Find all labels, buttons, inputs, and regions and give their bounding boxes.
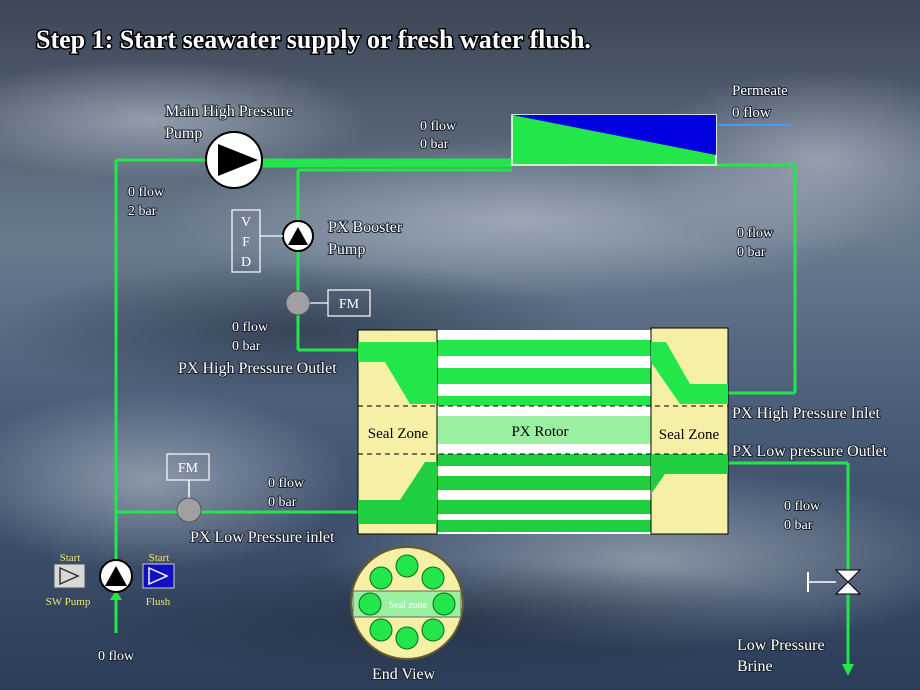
- booster-label-line2: Pump: [328, 241, 365, 258]
- membrane-bar: 0 bar: [420, 137, 449, 152]
- pipes: [114, 158, 850, 668]
- membrane-flow: 0 flow: [420, 119, 457, 134]
- px-lp-inlet-label: PX Low Pressure inlet: [190, 529, 335, 546]
- intake-flow: 0 flow: [98, 649, 135, 664]
- lp-outlet-flow: 0 flow: [784, 499, 821, 514]
- fm-label-hp: FM: [339, 297, 360, 312]
- flow-meter-hp: FM: [285, 289, 371, 317]
- brine-arrow: [842, 664, 854, 676]
- fm-label-lp: FM: [178, 461, 199, 476]
- hp-outlet-flow: 0 flow: [232, 320, 269, 335]
- sw-pump-label: SW Pump: [46, 596, 91, 608]
- flush-start-label: Start: [149, 552, 170, 564]
- px-hp-outlet-label: PX High Pressure Outlet: [178, 360, 337, 377]
- permeate-label: Permeate: [732, 83, 788, 99]
- seal-zone-right-label: Seal Zone: [659, 427, 720, 443]
- main-hp-pump[interactable]: [205, 131, 263, 189]
- vfd-letter-v: V: [241, 215, 251, 230]
- flush-label: Flush: [146, 596, 171, 608]
- page-title: Step 1: Start seawater supply or fresh w…: [36, 25, 591, 54]
- permeate-flow: 0 flow: [732, 105, 771, 121]
- vfd-box: [231, 209, 261, 273]
- brine-label-line2: Brine: [737, 658, 773, 675]
- brine-valve[interactable]: [807, 569, 862, 595]
- membrane-vessel: [511, 114, 717, 166]
- flow-meter-lp: FM: [166, 453, 210, 523]
- concentrate-flow: 0 flow: [737, 226, 774, 241]
- lp-inlet-bar: 0 bar: [268, 495, 297, 510]
- hp-outlet-bar: 0 bar: [232, 339, 261, 354]
- sw-pump[interactable]: [99, 559, 133, 593]
- concentrate-bar: 0 bar: [737, 245, 766, 260]
- brine-label-line1: Low Pressure: [737, 637, 825, 654]
- end-view-seal-label: Seal zone: [389, 600, 428, 611]
- lp-inlet-flow: 0 flow: [268, 476, 305, 491]
- px-hp-inlet-label: PX High Pressure Inlet: [732, 405, 881, 422]
- sw-pump-start-button[interactable]: [53, 563, 86, 589]
- end-view: Seal zone: [350, 546, 464, 660]
- px-rotor-band: [437, 416, 651, 444]
- main-pump-label-line2: Pump: [165, 125, 202, 142]
- px-lp-outlet-label: PX Low pressure Outlet: [732, 443, 888, 460]
- supply-arrow: [110, 590, 122, 600]
- px-rotor-label: PX Rotor: [511, 424, 568, 440]
- seal-zone-left-label: Seal Zone: [368, 426, 429, 442]
- main-pump-label-line1: Main High Pressure: [165, 103, 293, 120]
- booster-label-line1: PX Booster: [328, 219, 403, 236]
- sw-start-label: Start: [60, 552, 81, 564]
- lp-outlet-bar: 0 bar: [784, 518, 813, 533]
- px-booster-pump[interactable]: [282, 220, 314, 252]
- vfd-letter-f: F: [242, 235, 250, 250]
- vfd-letter-d: D: [241, 255, 251, 270]
- end-view-label: End View: [372, 666, 436, 683]
- supply-bar: 2 bar: [128, 204, 157, 219]
- flush-start-button[interactable]: [142, 563, 175, 589]
- px-device: [357, 327, 729, 535]
- supply-flow: 0 flow: [128, 185, 165, 200]
